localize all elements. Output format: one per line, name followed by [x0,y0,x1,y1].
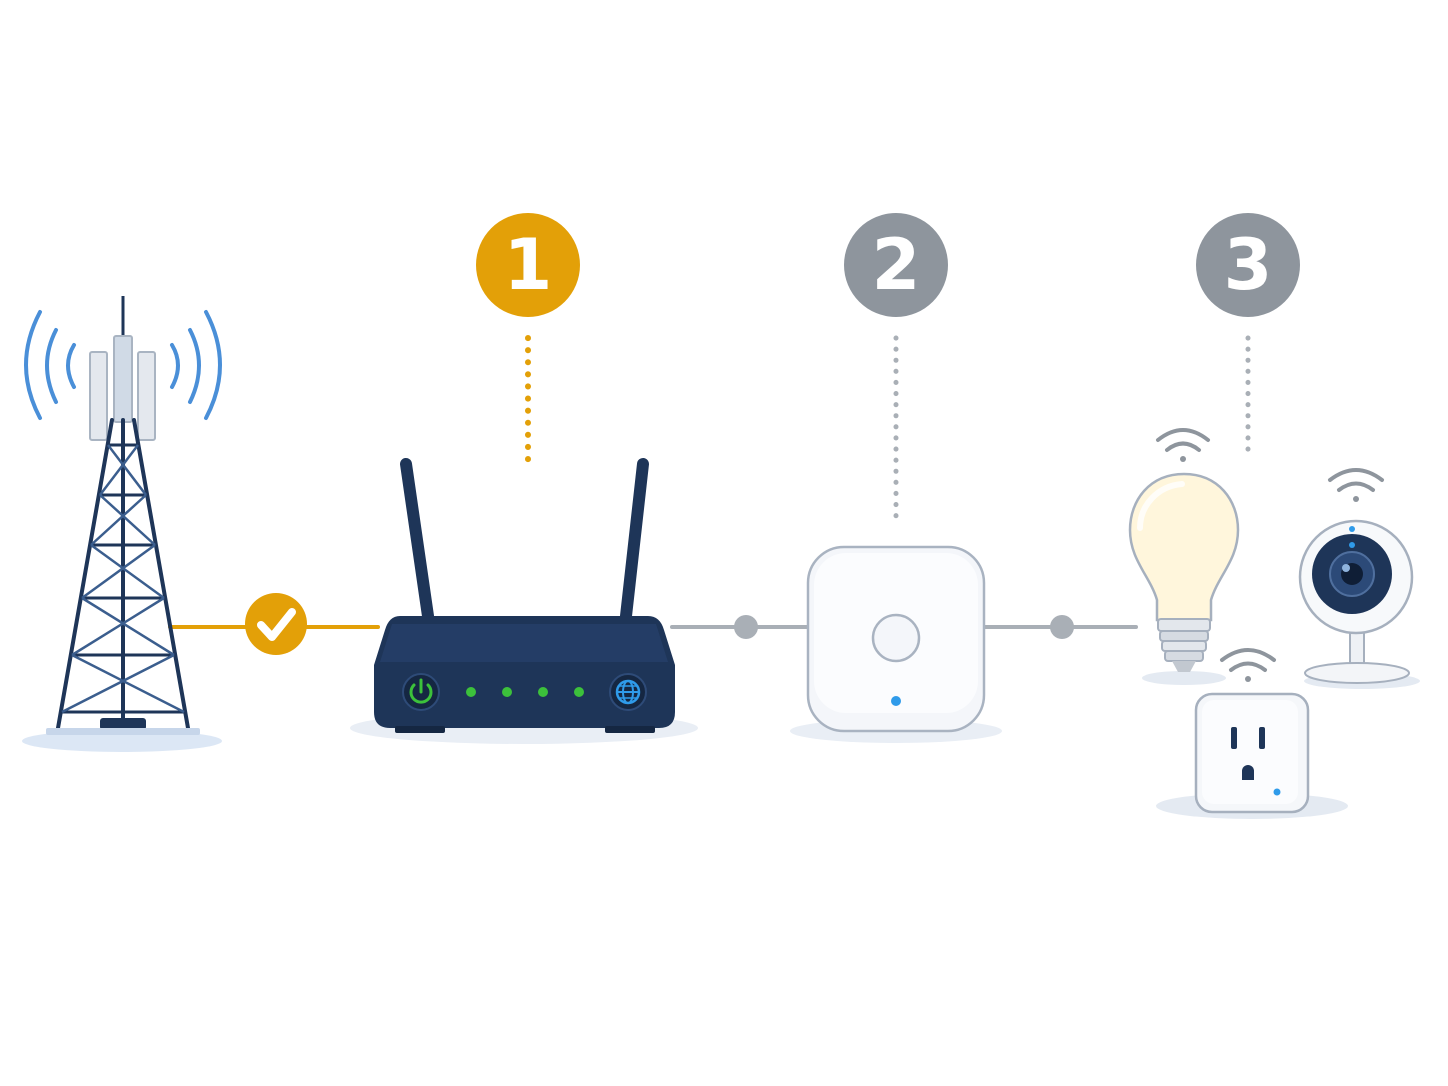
check-icon [257,608,296,641]
light-bulb-icon [1128,428,1240,685]
connected-check-badge [245,593,307,655]
status-led [574,687,584,697]
link-router-hub [670,615,810,639]
camera-icon [1298,468,1420,689]
status-led [1273,788,1281,796]
status-led [1349,526,1355,532]
signal-waves-right [170,310,222,420]
status-led [466,687,476,697]
status-led [891,696,901,706]
cell-tower-icon [22,296,222,752]
globe-icon [609,673,647,711]
step-number: 2 [872,224,921,306]
router-icon [350,458,698,744]
status-led [538,687,548,697]
smart-hub-icon [790,545,1002,743]
power-icon [402,673,440,711]
step-marker-2: 2 [844,213,948,521]
step-marker-1: 1 [476,213,580,463]
signal-waves-left [24,310,76,420]
wifi-icon [1328,468,1384,502]
step-number: 3 [1224,224,1273,306]
link-node [734,615,758,639]
step-number: 1 [504,224,553,306]
smart-plug-icon [1156,648,1348,819]
status-led [502,687,512,697]
step-marker-3: 3 [1196,213,1300,463]
wifi-icon [1156,428,1210,462]
link-hub-devices [983,615,1138,639]
wifi-icon [1220,648,1276,682]
link-node [1050,615,1074,639]
